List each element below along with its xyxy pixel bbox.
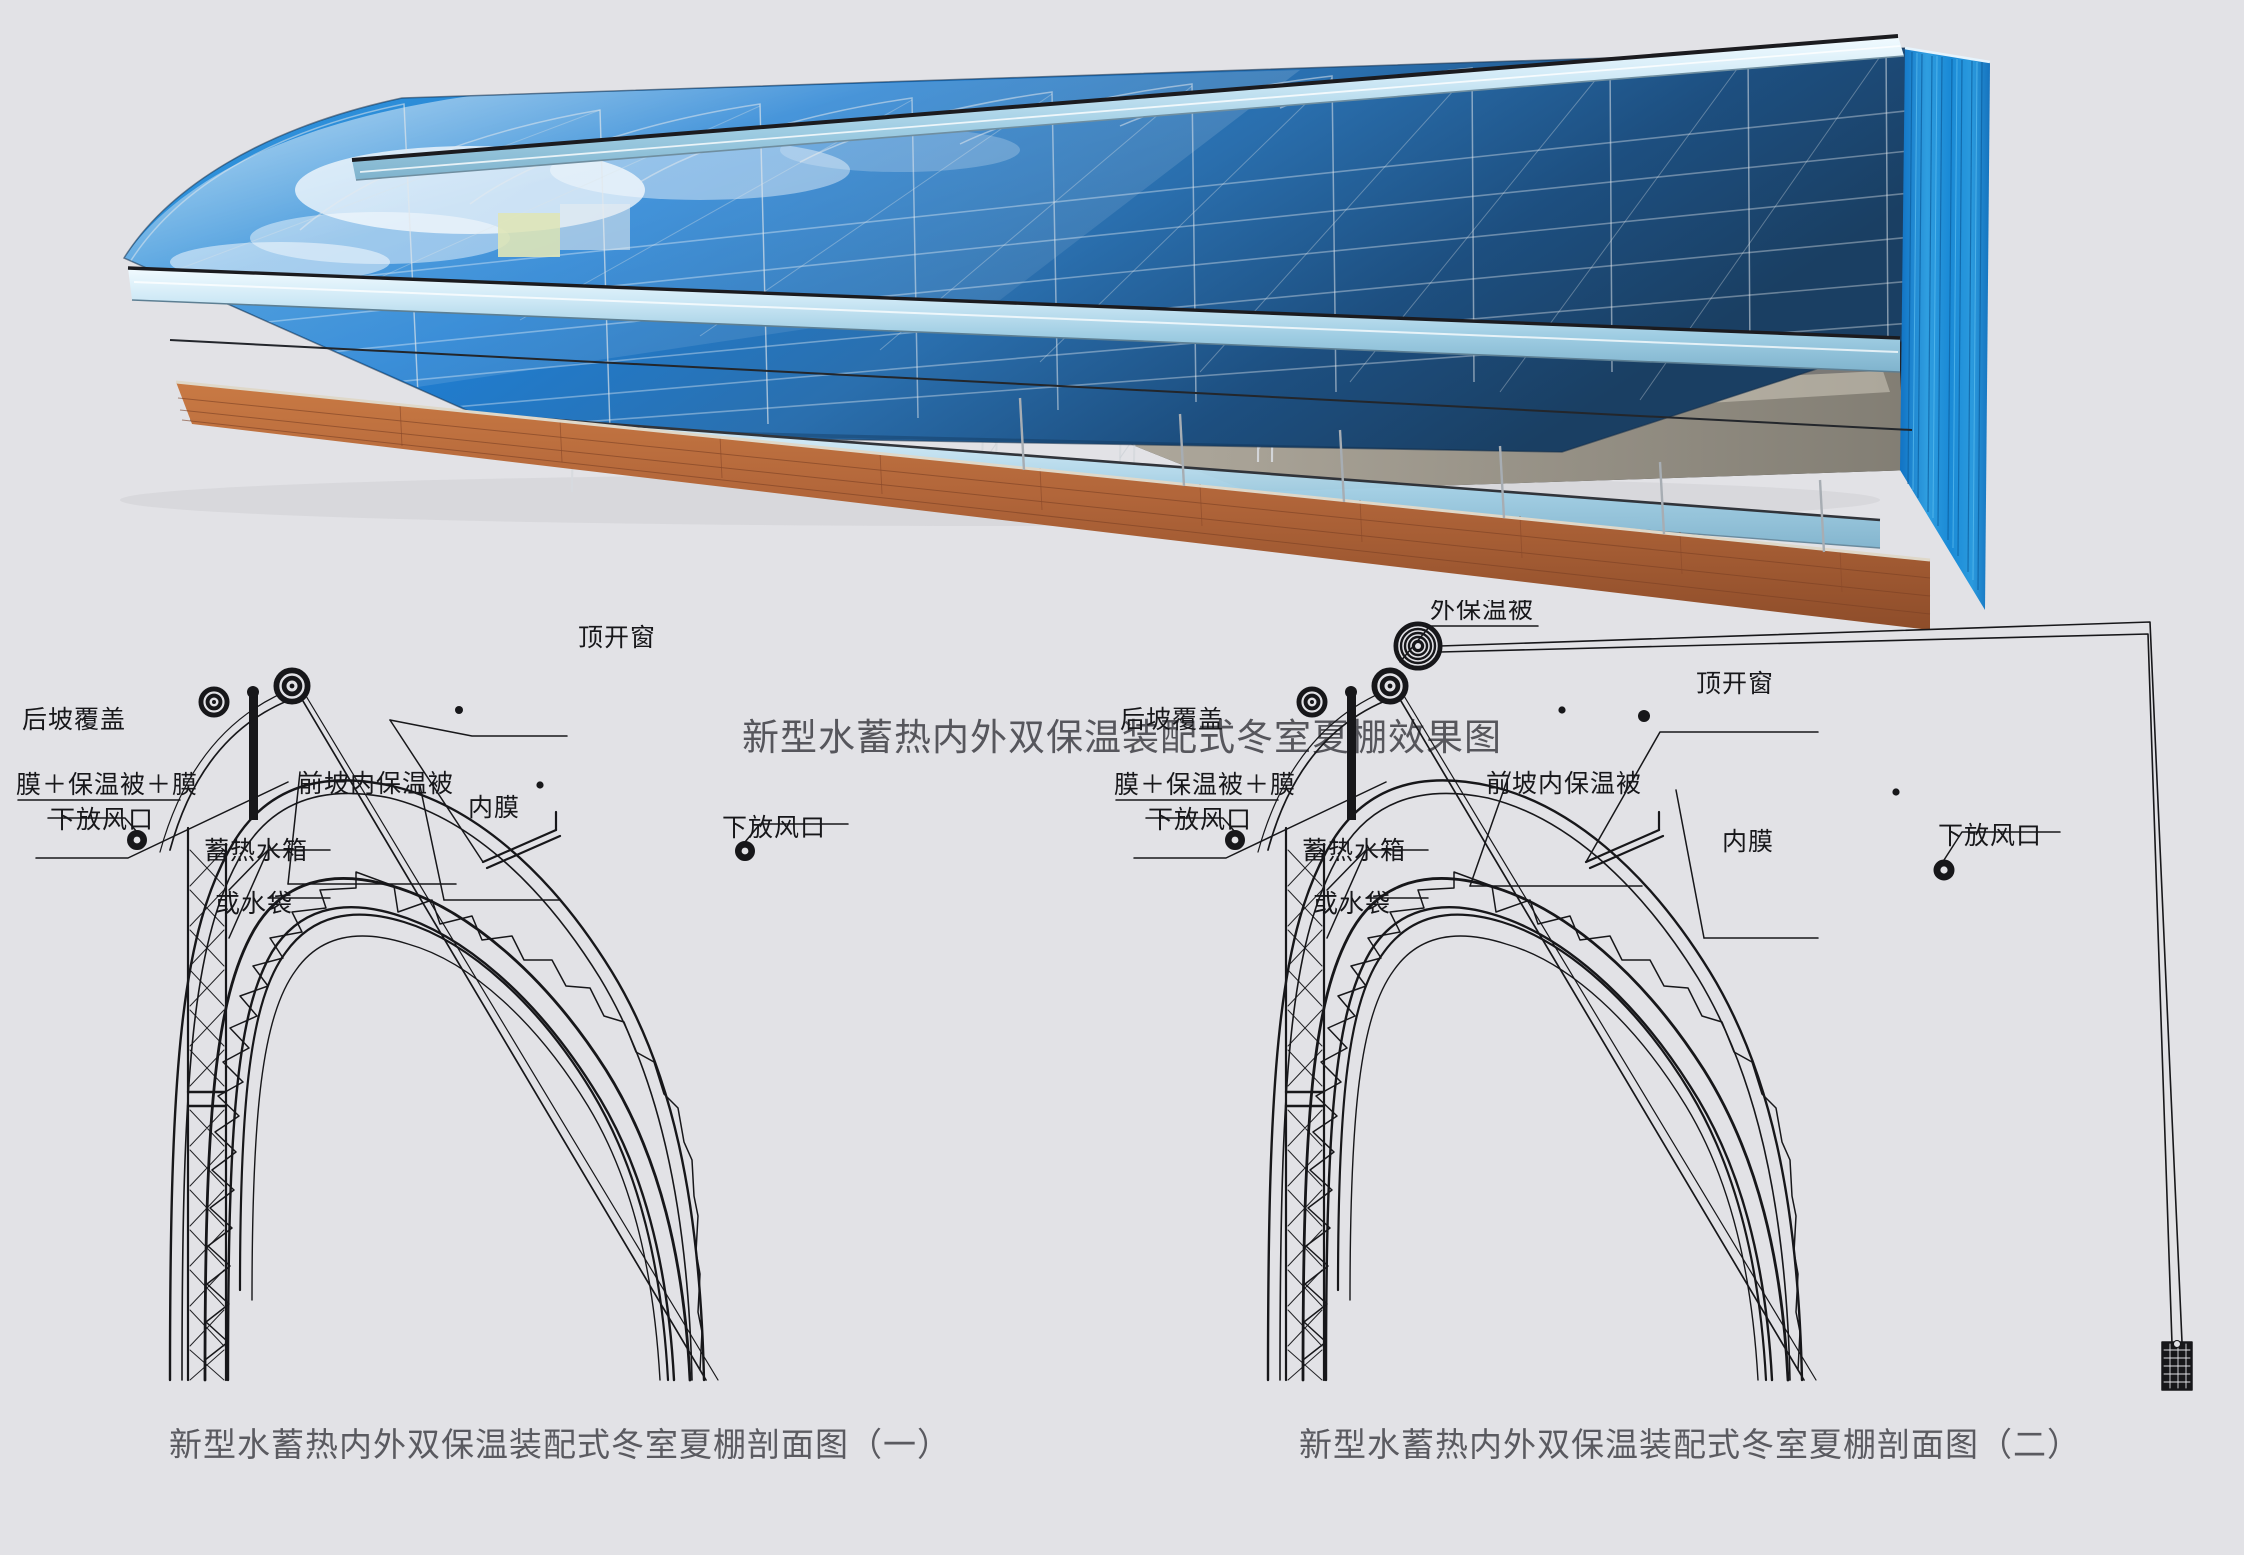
label-lower-vent-right: 下放风口 (1938, 822, 2042, 850)
upper-blanket-roll (351, 34, 1905, 181)
brick-foundation-wall (175, 380, 1931, 630)
label-inner-film: 内膜 (468, 794, 520, 822)
label-lower-vent-right: 下放风口 (722, 814, 826, 842)
truss-web-lattice (204, 871, 703, 1371)
blanket-anchor-weight (2161, 1340, 2193, 1391)
label-top-vent-window: 顶开窗 (578, 624, 656, 652)
blanket-roller-left (1296, 686, 1328, 718)
leader-lines (1115, 625, 2061, 939)
ridge-post-cap (247, 686, 259, 698)
tension-cable (169, 339, 1913, 431)
top-vent-window-flap (1584, 810, 1665, 870)
section-one-canvas: 后坡覆盖 膜＋保温被＋膜 顶开窗 前坡内保温被 内膜 下放风口 下放风口 蓄热水… (16, 624, 849, 1382)
section-drawing-one: 后坡覆盖 膜＋保温被＋膜 顶开窗 前坡内保温被 内膜 下放风口 下放风口 蓄热水… (0, 600, 1100, 1425)
main-caption: 新型水蓄热内外双保温装配式冬室夏棚效果图 (742, 718, 1502, 759)
label-rear-slope-cover: 后坡覆盖 (1120, 706, 1224, 734)
lower-vent-marker-right (735, 841, 755, 861)
ridge-post-cap (1345, 686, 1357, 698)
label-rear-slope-layers: 膜＋保温被＋膜 (1114, 771, 1296, 799)
film-clip-dot (1638, 710, 1650, 722)
lower-vent-marker-right (1933, 859, 1955, 881)
label-heat-storage-tank: 蓄热水箱 (1302, 837, 1406, 865)
label-or-water-bag: 或水袋 (215, 890, 293, 918)
end-wall-panel (1900, 46, 1991, 610)
label-rear-slope-cover: 后坡覆盖 (22, 706, 126, 734)
outer-blanket-sheet-2 (1439, 633, 2173, 1345)
heat-storage-wall (1284, 826, 1326, 1382)
main-arch-truss-inner (226, 906, 676, 1382)
label-lower-vent-left: 下放风口 (50, 806, 154, 834)
label-or-water-bag: 或水袋 (1313, 890, 1391, 918)
outer-film-envelope (1266, 779, 1804, 1382)
lower-vent-marker-left (127, 830, 147, 850)
top-vent-window-flap (481, 810, 562, 870)
heat-storage-wall (186, 826, 228, 1382)
label-front-slope-inner-blanket: 前坡内保温被 (298, 770, 454, 798)
main-arch-truss-inner (1324, 906, 1774, 1382)
film-clip-dot (1558, 706, 1566, 714)
vent-panel (498, 213, 560, 257)
ridge-post (1347, 692, 1356, 820)
film-clip-dot (455, 706, 463, 714)
rendering-canvas (120, 34, 1991, 630)
front-slope-inner-blanket-line (238, 913, 670, 1382)
lower-blanket-roll (127, 266, 1901, 373)
outer-thermal-blanket-roll (1393, 621, 1443, 671)
section-one-caption: 新型水蓄热内外双保温装配式冬室夏棚剖面图（一） (169, 1428, 951, 1464)
section-two-caption: 新型水蓄热内外双保温装配式冬室夏棚剖面图（二） (1299, 1428, 2081, 1464)
lower-vent-marker-left (1225, 830, 1245, 850)
film-clip-dot (1892, 788, 1900, 796)
inner-film-line (1349, 935, 1759, 1381)
outer-blanket-sheet (1439, 621, 2183, 1343)
greenhouse-rendering (0, 0, 2244, 700)
label-outer-thermal-blanket: 外保温被 (1430, 600, 1534, 624)
label-inner-film: 内膜 (1722, 828, 1774, 856)
ridge-post (249, 692, 258, 820)
label-front-slope-inner-blanket: 前坡内保温被 (1486, 770, 1642, 798)
blanket-roller-right (1371, 667, 1409, 705)
front-slope-inner-blanket-line (1336, 913, 1768, 1382)
blanket-roller-left (198, 686, 230, 718)
label-heat-storage-tank: 蓄热水箱 (204, 837, 308, 865)
label-top-vent-window: 顶开窗 (1696, 670, 1774, 698)
outer-film-envelope-inner (1279, 792, 1791, 1381)
outer-film-envelope-inner (181, 792, 693, 1381)
label-rear-slope-layers: 膜＋保温被＋膜 (16, 771, 198, 799)
section-two-canvas: 外保温被 顶开窗 后坡覆盖 膜＋保温被＋膜 前坡内保温被 内膜 下放风口 下放风… (1114, 596, 2193, 1391)
front-steel-posts (1018, 397, 1826, 553)
section-drawing-two: 外保温被 顶开窗 后坡覆盖 膜＋保温被＋膜 前坡内保温被 内膜 下放风口 下放风… (1100, 596, 2244, 1425)
blanket-roller-right (273, 667, 311, 705)
leader-lines (17, 719, 849, 939)
inner-film-line (251, 935, 661, 1381)
film-clip-dot (536, 781, 544, 789)
label-lower-vent-left: 下放风口 (1148, 806, 1252, 834)
truss-web-lattice (1302, 871, 1801, 1371)
